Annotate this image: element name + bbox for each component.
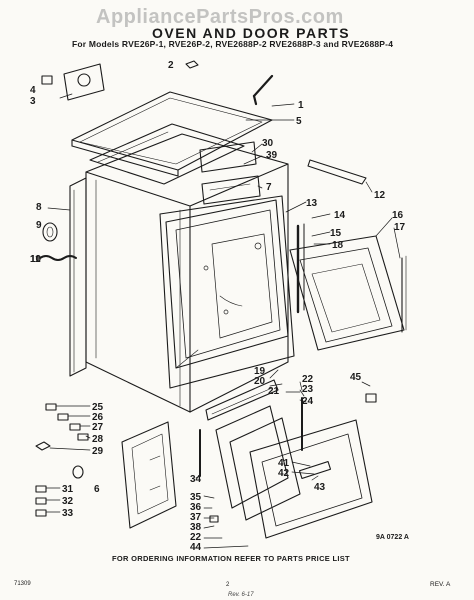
callout-5: 5 [296, 116, 302, 127]
hinge-strip [199, 379, 279, 477]
insulation-blanket [89, 123, 245, 185]
callout-17: 17 [394, 222, 406, 233]
callout-11: 11 [30, 254, 41, 265]
callout-23: 23 [302, 384, 314, 395]
callout-21: 21 [268, 386, 280, 397]
callout-4: 4 [30, 85, 36, 96]
support-bracket-7 [201, 175, 261, 205]
callout-24: 24 [302, 396, 314, 407]
callout-numbers: 1234567891011121314151617181920212223242… [30, 60, 406, 553]
callout-29: 29 [92, 446, 104, 457]
callout-25: 25 [92, 402, 104, 413]
callout-18: 18 [332, 240, 344, 251]
callout-22: 22 [302, 374, 314, 385]
callout-6: 6 [94, 484, 100, 495]
callout-30: 30 [262, 138, 274, 149]
callout-20: 20 [254, 376, 266, 387]
trim-strip-12 [307, 159, 367, 185]
oven-liner [165, 199, 289, 369]
callout-22: 22 [190, 532, 202, 543]
vent-bracket [41, 60, 199, 101]
callout-7: 7 [266, 182, 272, 193]
callout-9: 9 [36, 220, 42, 231]
callout-12: 12 [374, 190, 386, 201]
callout-28: 28 [92, 434, 104, 445]
front-frame [159, 195, 295, 389]
leader-lines [45, 93, 401, 549]
callout-26: 26 [92, 412, 104, 423]
revision-mark: REV. A [430, 581, 451, 588]
callout-42: 42 [278, 468, 290, 479]
door-inner-frame [289, 223, 407, 351]
lower-control-bracket [121, 421, 177, 529]
coil-part-10 [39, 255, 77, 261]
callout-36: 36 [190, 502, 202, 513]
cabinet-body [85, 133, 289, 413]
callout-3: 3 [30, 96, 36, 107]
callout-16: 16 [392, 210, 404, 221]
callout-33: 33 [62, 508, 74, 519]
side-wrapper-panel [69, 177, 87, 377]
vent-tube [252, 74, 274, 106]
callout-41: 41 [278, 458, 290, 469]
callout-44: 44 [190, 542, 202, 553]
callout-43: 43 [314, 482, 326, 493]
drawing-reference-code: 9A 0722 A [376, 534, 409, 541]
ring-part-9 [42, 222, 58, 242]
callout-19: 19 [254, 366, 266, 377]
ordering-info-note: FOR ORDERING INFORMATION REFER TO PARTS … [112, 554, 350, 563]
callout-13: 13 [306, 198, 318, 209]
heat-shield [199, 141, 257, 173]
page-title: OVEN AND DOOR PARTS [152, 25, 351, 41]
callout-37: 37 [190, 512, 202, 523]
callout-39: 39 [266, 150, 278, 161]
document-id: 71309 [14, 581, 31, 587]
callout-27: 27 [92, 422, 104, 433]
callout-15: 15 [330, 228, 342, 239]
page-number: 2 [226, 582, 230, 588]
callout-35: 35 [190, 492, 202, 503]
oven-door-outer [249, 419, 373, 539]
callout-10: 10 [30, 254, 42, 265]
site-watermark: AppliancePartsPros.com [96, 6, 344, 28]
callout-14: 14 [334, 210, 346, 221]
callout-1: 1 [298, 100, 304, 111]
model-list-subtitle: For Models RVE26P-1, RVE26P-2, RVE2688P-… [72, 39, 394, 49]
callout-2: 2 [168, 60, 174, 71]
callout-45: 45 [350, 372, 362, 383]
door-glass-panel [215, 397, 303, 521]
callout-38: 38 [190, 522, 202, 533]
callout-34: 34 [190, 474, 202, 485]
callout-32: 32 [62, 496, 74, 507]
callout-31: 31 [62, 484, 74, 495]
small-hardware-parts [35, 393, 377, 523]
callout-8: 8 [36, 202, 42, 213]
handwritten-note: Rev. 6-17 [228, 592, 254, 598]
